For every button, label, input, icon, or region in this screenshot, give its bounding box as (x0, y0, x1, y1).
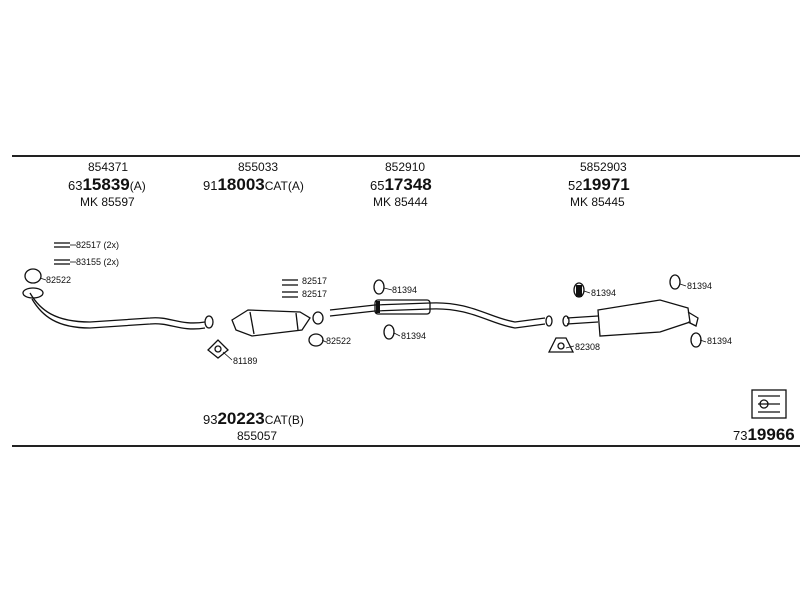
kit-part-number: 7319966 (733, 425, 795, 444)
group4-ref: 5852903 (580, 160, 627, 174)
hanger-81394-a (373, 279, 385, 295)
gasket-81189 (207, 339, 229, 359)
label-81394-c: 81394 (591, 288, 617, 298)
gasket-82522-c (308, 333, 324, 347)
front-pipe-lower (31, 298, 206, 330)
rear-pipe (566, 315, 599, 319)
gasket-82522-a (24, 268, 42, 284)
nuts-83155-2x (54, 259, 70, 265)
group1-mk: MK 85597 (80, 195, 135, 209)
label-82517-b: 82517 (302, 289, 328, 299)
label-82522-a: 82522 (46, 275, 72, 285)
label-81394-a: 81394 (392, 285, 418, 295)
group4-part-number: 5219971 (568, 175, 630, 194)
kit-box-icon (751, 389, 787, 419)
resonator (374, 299, 431, 315)
bottom-cat-ref: 855057 (237, 429, 278, 443)
front-pipe (29, 292, 206, 324)
top-rule (12, 155, 800, 157)
bolts-82517-cat (282, 279, 298, 298)
catalytic-converter (231, 309, 311, 337)
group1-ref: 854371 (88, 160, 129, 174)
group2-part-number: 9118003CAT(A) (203, 175, 304, 194)
group2-ref: 855033 (238, 160, 279, 174)
label-81394-d: 81394 (687, 281, 713, 291)
group3-part-number: 6517348 (370, 175, 432, 194)
tail-pipe (687, 311, 699, 327)
hanger-81394-d (669, 274, 681, 290)
front-pipe-end (204, 315, 214, 329)
hanger-81394-e (690, 332, 702, 348)
group1-part-number: 6315839(A) (68, 175, 146, 194)
label-81394-e: 81394 (707, 336, 733, 346)
hanger-81394-b (383, 324, 395, 340)
label-81394-b: 81394 (401, 331, 427, 341)
label-82308: 82308 (575, 342, 601, 352)
front-pipe-flange (22, 287, 44, 299)
clamp-82308 (547, 337, 575, 353)
group3-ref: 852910 (385, 160, 426, 174)
bottom-cat-part-number: 9320223CAT(B) (203, 409, 304, 428)
label-83155-2x: 83155 (2x) (76, 257, 120, 267)
label-81189: 81189 (233, 356, 258, 366)
label-82522-b: 82522 (326, 336, 352, 346)
rear-silencer (597, 299, 691, 337)
label-82517-2x: 82517 (2x) (76, 240, 120, 250)
label-82517-a: 82517 (302, 276, 328, 286)
group4-mk: MK 85445 (570, 195, 625, 209)
group3-mk: MK 85444 (373, 195, 428, 209)
bolts-82517-2x (54, 242, 70, 248)
bottom-rule (12, 445, 800, 447)
gasket-82522-b (312, 311, 324, 325)
